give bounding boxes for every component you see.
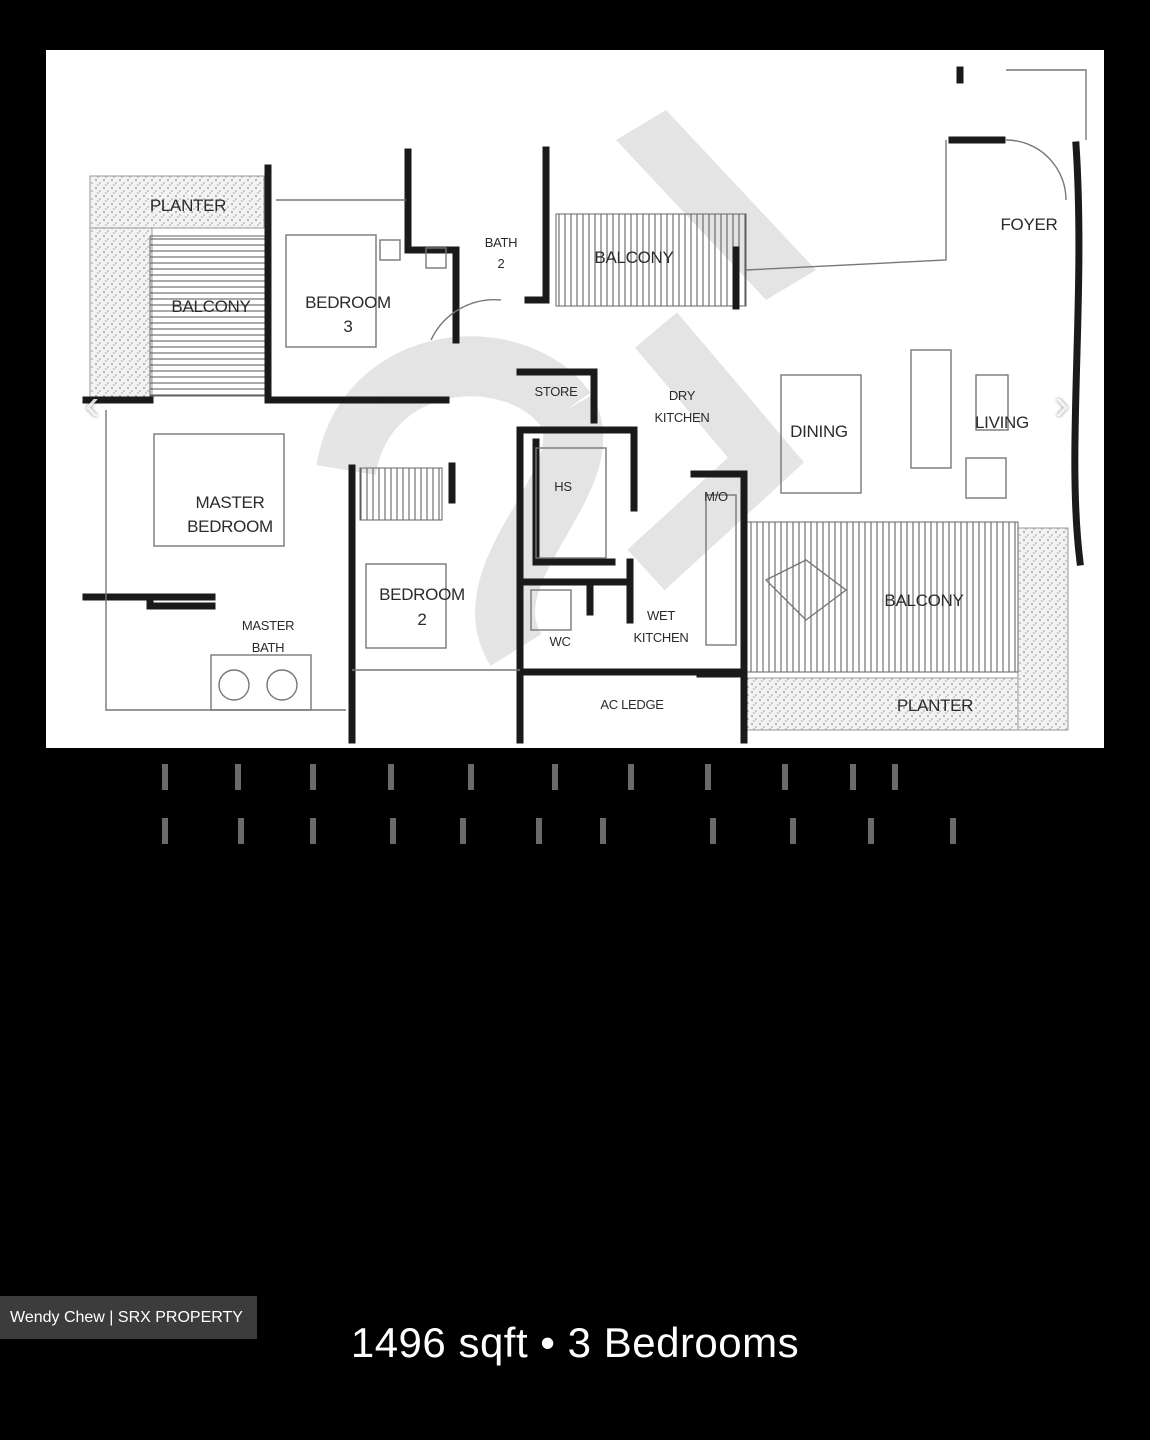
- photo-credit-badge: Wendy Chew | SRX PROPERTY: [0, 1296, 257, 1339]
- balcony-top-area: [555, 213, 747, 307]
- label-bath-2: BATH: [485, 235, 518, 250]
- label-dry-kitchen-line2: KITCHEN: [655, 410, 710, 425]
- label-planter-top-left: PLANTER: [150, 196, 226, 215]
- chevron-right-icon[interactable]: ›: [1054, 380, 1070, 429]
- label-living: LIVING: [975, 413, 1029, 432]
- label-dry-kitchen: DRY: [669, 388, 696, 403]
- label-wet-kitchen: WET: [647, 608, 675, 623]
- label-balcony-bottom: BALCONY: [884, 591, 963, 610]
- chevron-left-icon[interactable]: ‹: [84, 380, 100, 429]
- listing-caption: 1496 sqft • 3 Bedrooms: [350, 1319, 800, 1366]
- label-foyer: FOYER: [1000, 215, 1057, 234]
- label-bath-2-number: 2: [498, 256, 505, 271]
- label-ac-ledge: AC LEDGE: [600, 697, 664, 712]
- room-labels: PLANTER BALCONY BEDROOM 3 BATH 2 BALCONY…: [150, 196, 1058, 715]
- label-wet-kitchen-line2: KITCHEN: [634, 630, 689, 645]
- label-master-bath: MASTER: [242, 618, 294, 633]
- label-dining: DINING: [790, 422, 848, 441]
- floor-plan-image: PLANTER BALCONY BEDROOM 3 BATH 2 BALCONY…: [46, 50, 1104, 748]
- label-hs: HS: [554, 479, 572, 494]
- label-wc: WC: [549, 634, 570, 649]
- label-bedroom-3-number: 3: [343, 317, 352, 336]
- label-balcony-left: BALCONY: [171, 297, 250, 316]
- label-store: STORE: [534, 384, 578, 399]
- planter-bottom-area: [745, 677, 1069, 731]
- label-balcony-top: BALCONY: [594, 248, 673, 267]
- label-bedroom-2: BEDROOM: [379, 585, 465, 604]
- label-master-bath-line2: BATH: [252, 640, 285, 655]
- label-bedroom-2-number: 2: [417, 610, 426, 629]
- balcony-left-area: [149, 235, 267, 397]
- watermark-strip: [150, 760, 990, 850]
- balcony-bottom-area: [745, 521, 1019, 673]
- label-bedroom-3: BEDROOM: [305, 293, 391, 312]
- label-master-bedroom: MASTER: [195, 493, 264, 512]
- label-master-bedroom-line2: BEDROOM: [187, 517, 273, 536]
- label-planter-bottom: PLANTER: [897, 696, 973, 715]
- label-mo: M/O: [704, 489, 728, 504]
